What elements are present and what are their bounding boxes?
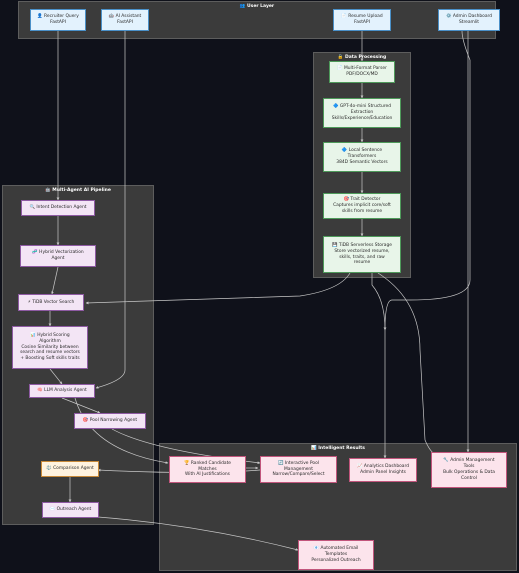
multi-agent-pipeline-title: 🤖 Multi-Agent AI Pipeline [45,188,111,193]
ai-assistant-node: 🤖 AI Assistant FastAPI [101,9,149,31]
llm-analysis-node: 🧠 LLM Analysis Agent [29,384,95,398]
user-layer-group: 👥 User Layer [18,1,496,39]
hybrid-vectorization-node: 🧬 Hybrid Vectorization Agent [20,245,96,267]
sentence-transformers-node: 🔷 Local Sentence Transformers 384D Seman… [323,142,401,172]
resume-upload-node: 📄 Resume Upload FastAPI [333,9,391,31]
user-layer-title: 👥 User Layer [239,4,275,9]
admin-tools-node: 🔧 Admin Management Tools Bulk Operations… [431,452,507,488]
recruiter-query-node: 👤 Recruiter Query FastAPI [30,9,86,31]
intelligent-results-title: 📊 Intelligent Results [311,446,365,451]
tidb-vector-search-node: ⚡ TiDB Vector Search [18,294,84,311]
automated-email-node: 📧 Automated Email Templates Personalized… [298,540,374,570]
multi-format-parser-node: 📄 Multi-Format Parser PDF/DOCX/MD [329,61,395,83]
outreach-agent-node: ✉️ Outreach Agent [42,502,99,518]
gpt-extraction-node: 🔷 GPT-4o-mini Structured Extraction Skil… [323,98,401,128]
trait-detector-node: 🎯 Trait Detector Captures implicit core/… [323,193,401,219]
interactive-pool-node: 🔄 Interactive Pool Management Narrow/Com… [260,456,337,483]
comparison-agent-node: ⚖️ Comparison Agent [41,461,99,477]
intent-detection-node: 🔍 Intent Detection Agent [21,200,95,216]
tidb-storage-node: 💾 TiDB Serverless Storage Store vectoriz… [323,236,401,273]
analytics-dashboard-node: 📈 Analytics Dashboard Admin Panel Insigh… [349,458,417,482]
ranked-candidates-node: 🏆 Ranked Candidate Matches With AI Justi… [169,456,246,483]
pool-narrowing-node: 🎯 Pool Narrowing Agent [74,413,146,429]
admin-dashboard-node: ⚙️ Admin Dashboard Streamlit [438,9,500,31]
hybrid-scoring-node: 📊 Hybrid Scoring Algorithm Cosine Simila… [12,326,88,369]
